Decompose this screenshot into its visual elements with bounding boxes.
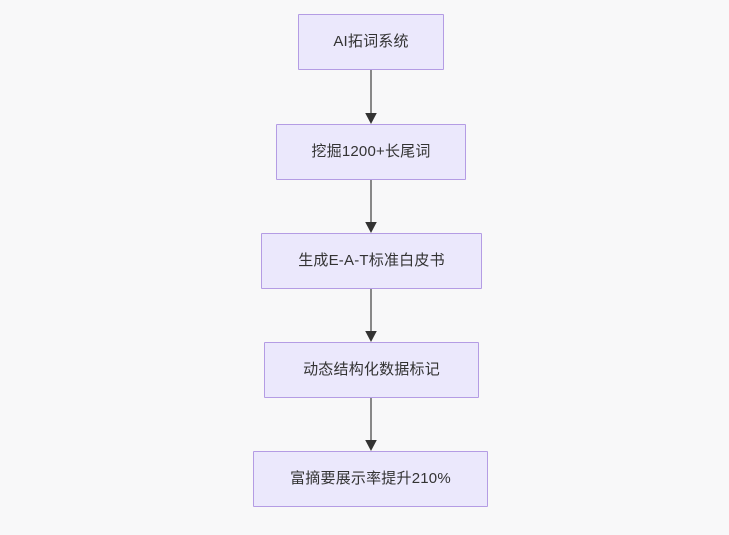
flow-edge-n2-n3: [361, 180, 381, 233]
flow-edge-n1-n2: [361, 70, 381, 124]
flow-edge-n4-n5: [361, 398, 381, 451]
flow-node-label: 挖掘1200+长尾词: [311, 143, 431, 161]
arrow-down-icon: [365, 289, 377, 342]
flow-node-mine-longtail-keywords[interactable]: 挖掘1200+长尾词: [276, 124, 466, 180]
arrow-down-icon: [365, 398, 377, 451]
flow-node-generate-eat-whitepaper[interactable]: 生成E-A-T标准白皮书: [261, 233, 482, 289]
flow-node-label: AI拓词系统: [333, 33, 409, 51]
arrow-down-icon: [365, 180, 377, 233]
flow-node-dynamic-structured-data-markup[interactable]: 动态结构化数据标记: [264, 342, 479, 398]
flow-node-rich-snippet-impression-lift[interactable]: 富摘要展示率提升210%: [253, 451, 488, 507]
flow-node-label: 动态结构化数据标记: [303, 361, 440, 379]
flow-edge-n3-n4: [361, 289, 381, 342]
flow-node-label: 富摘要展示率提升210%: [290, 470, 451, 488]
flow-node-label: 生成E-A-T标准白皮书: [298, 252, 445, 270]
flow-node-ai-keyword-system[interactable]: AI拓词系统: [298, 14, 444, 70]
arrow-down-icon: [365, 70, 377, 124]
